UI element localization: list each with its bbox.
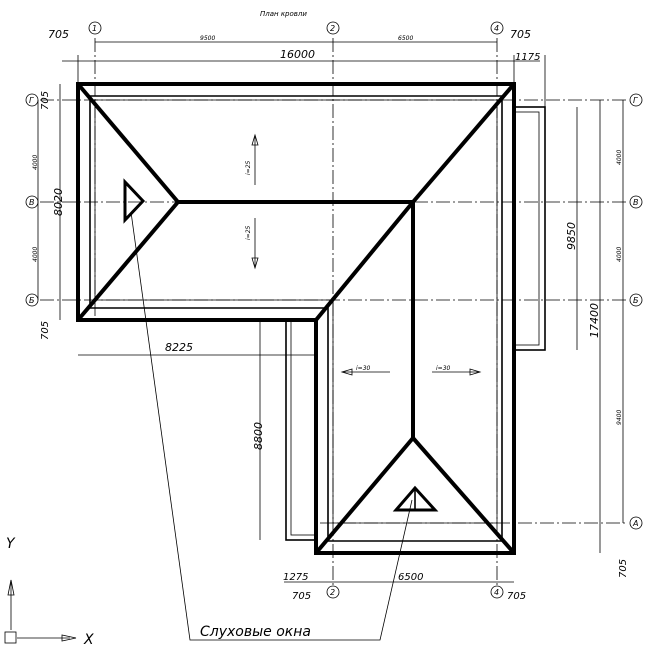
axis-1-label: 1 bbox=[92, 24, 97, 33]
axis-b-label: Б bbox=[29, 296, 35, 305]
axis-g-label: Г bbox=[29, 96, 34, 105]
axis-g-right-label: Г bbox=[633, 96, 638, 105]
axis-v-label: В bbox=[29, 198, 35, 207]
dim-left-span-2: 4000 bbox=[32, 247, 39, 262]
dim-left-total: 8020 bbox=[52, 188, 65, 216]
drawing-title: План кровли bbox=[260, 10, 307, 18]
dim-bottom-left-overhang: 705 bbox=[292, 591, 311, 602]
ridges-and-hips bbox=[76, 82, 516, 555]
dormer-annotation: Слуховые окна bbox=[200, 624, 311, 640]
dim-wing-width: 8225 bbox=[165, 341, 193, 354]
axis-bubbles: 1 2 4 2 4 Г В Б Г В Б А bbox=[25, 21, 643, 599]
dim-right-span-2: 4000 bbox=[616, 247, 623, 262]
axis-4-bottom-label: 4 bbox=[494, 588, 499, 597]
left-bay bbox=[285, 319, 317, 541]
dim-right-total: 17400 bbox=[588, 303, 601, 338]
dim-top-span-1: 9500 bbox=[200, 35, 215, 42]
dim-top-left-overhang: 705 bbox=[48, 28, 69, 41]
slope-label-south: i=25 bbox=[245, 225, 252, 240]
slope-label-east: i=30 bbox=[436, 365, 451, 372]
axis-b-right-label: Б bbox=[633, 296, 639, 305]
ucs-icon: Y X bbox=[4, 536, 94, 648]
dim-wing-depth: 8800 bbox=[252, 422, 265, 450]
ucs-x-label: X bbox=[83, 632, 94, 648]
grid-axes bbox=[40, 38, 628, 590]
ucs-y-label: Y bbox=[6, 536, 16, 552]
annotation-leader bbox=[130, 211, 413, 641]
dim-left-bottom-overhang: 705 bbox=[40, 321, 51, 340]
slope-arrows: i=25 i=25 i=30 i=30 bbox=[245, 133, 482, 376]
dimension-lines bbox=[37, 41, 624, 583]
right-bay bbox=[513, 106, 546, 351]
dim-top-total: 16000 bbox=[280, 48, 315, 61]
axis-4-label: 4 bbox=[494, 24, 499, 33]
dim-left-span-1: 4000 bbox=[32, 155, 39, 170]
slope-label-west: i=30 bbox=[356, 365, 371, 372]
dim-top-right-overhang: 705 bbox=[510, 28, 531, 41]
dim-top-span-2: 6500 bbox=[398, 35, 413, 42]
dim-right-bay: 9850 bbox=[565, 222, 578, 250]
axis-v-right-label: В bbox=[633, 198, 639, 207]
axis-a-right-label: А bbox=[632, 519, 638, 528]
dim-right-bottom-overhang: 705 bbox=[618, 559, 629, 578]
dim-top-right-bay: 1175 bbox=[515, 52, 540, 63]
axis-2-label: 2 bbox=[330, 24, 335, 33]
dim-bottom-right-overhang: 705 bbox=[507, 591, 526, 602]
dim-left-top-overhang: 705 bbox=[40, 91, 51, 110]
dim-bottom-left-bay: 1275 bbox=[283, 572, 308, 583]
dim-right-span-3: 9400 bbox=[616, 410, 623, 425]
axis-2-bottom-label: 2 bbox=[330, 588, 335, 597]
dormer-west bbox=[123, 178, 146, 224]
dim-right-span-1: 4000 bbox=[616, 150, 623, 165]
dim-bottom-span: 6500 bbox=[398, 572, 423, 583]
roof-outline bbox=[76, 82, 546, 555]
slope-label-north: i=25 bbox=[245, 160, 252, 175]
dimension-texts: 705 9500 6500 16000 705 1175 705 4000 40… bbox=[32, 28, 629, 602]
